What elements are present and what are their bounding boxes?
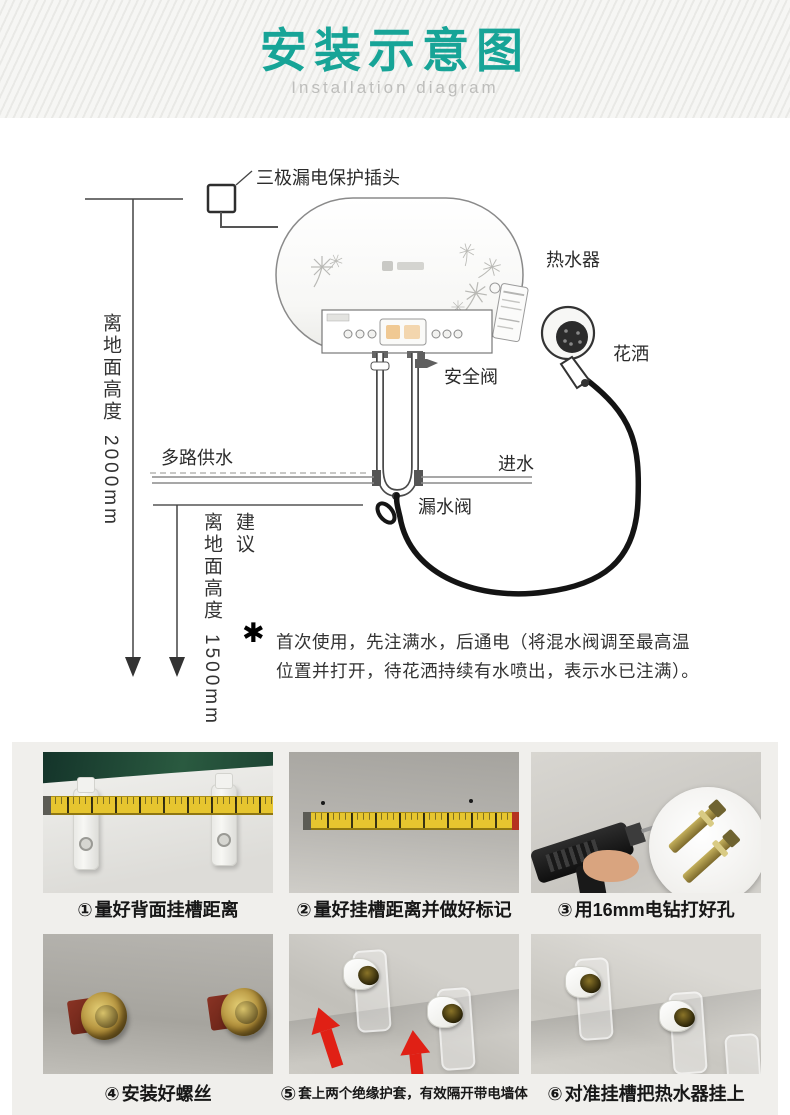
step4-number: ④ — [104, 1084, 120, 1104]
anchor-screw — [206, 986, 267, 1040]
page-title: 安装示意图 — [260, 24, 530, 77]
step2-text: 量好挂槽距离并做好标记 — [313, 900, 512, 920]
dimension-1500-prefix: 离地面高度 — [201, 512, 222, 622]
hand — [583, 850, 639, 882]
dimension-1500-tag: 建议 — [233, 512, 254, 556]
inlet-pipe-lines — [150, 472, 532, 484]
hanging-slot — [724, 1032, 761, 1074]
dimension-2000-value: 2000mm — [100, 435, 121, 527]
arrow-stem — [320, 1028, 344, 1069]
insulation-sleeve — [427, 994, 467, 1030]
leakage-protection-plug-symbol — [206, 170, 278, 228]
control-panel — [321, 309, 493, 354]
step4-text: 安装好螺丝 — [121, 1084, 212, 1104]
bolts-inset-circle — [649, 787, 761, 893]
step6-text: 对准挂槽把热水器挂上 — [564, 1084, 745, 1104]
shower-head-icon — [540, 305, 596, 390]
step1-number: ① — [77, 900, 93, 920]
step6-number: ⑥ — [547, 1084, 563, 1104]
anchor-bolt-head — [95, 1005, 118, 1028]
label-shower: 花洒 — [613, 344, 649, 364]
label-water-heater: 热水器 — [546, 250, 600, 270]
dimension-label-1500mm: 离地面高度 1500mm 建议 — [198, 512, 257, 726]
label-inlet: 进水 — [498, 454, 534, 474]
brand-logo — [382, 261, 424, 271]
expansion-bolt — [681, 833, 737, 884]
dimension-2000-prefix: 离地面高度 — [100, 313, 121, 423]
note-line-1: 首次使用，先注满水，后通电（将混水阀调至最高温 — [276, 632, 690, 652]
arrow-head — [397, 1028, 431, 1056]
label-safety-valve: 安全阀 — [444, 367, 498, 387]
water-heater-body — [275, 197, 529, 354]
header-banner: 安装示意图 Installation diagram — [0, 0, 790, 118]
step4-photo — [43, 934, 273, 1074]
installation-diagram-artwork — [85, 170, 642, 677]
shower-hose — [393, 374, 642, 597]
pencil-mark — [469, 799, 473, 803]
note-asterisk-icon: ✱ — [242, 618, 265, 648]
tape-measure — [43, 796, 273, 815]
step1-photo — [43, 752, 273, 893]
step3-number: ③ — [557, 900, 573, 920]
anchor-bolt-head — [235, 1001, 258, 1024]
step6-photo — [531, 934, 761, 1074]
page-subtitle: Installation diagram — [291, 78, 499, 97]
arrow-head — [304, 1002, 341, 1035]
arrow-stem — [409, 1053, 426, 1074]
step2-photo — [289, 752, 519, 893]
dimension-line-2000mm — [125, 199, 141, 677]
note-line-2: 位置并打开，待花洒持续有水喷出，表示水已注满）。 — [276, 661, 700, 681]
insulation-sleeve — [565, 964, 605, 1000]
pencil-mark — [321, 801, 325, 805]
dimension-line-1500mm — [169, 505, 185, 677]
label-plug: 三极漏电保护插头 — [256, 168, 400, 188]
energy-label-sticker — [489, 282, 529, 343]
step2-number: ② — [296, 900, 312, 920]
water-pipes — [370, 351, 423, 498]
label-multi-supply: 多路供水 — [161, 448, 233, 468]
tape-measure — [303, 812, 519, 830]
dimension-label-2000mm: 离地面高度 2000mm — [97, 313, 124, 527]
insulation-sleeve — [659, 998, 699, 1034]
step5-number: ⑤ — [280, 1084, 297, 1105]
dimension-1500-value: 1500mm — [201, 634, 222, 726]
label-leak-valve: 漏水阀 — [418, 497, 472, 517]
dimension-1500-text: 离地面高度 1500mm — [198, 512, 225, 726]
step3-photo — [531, 752, 761, 893]
step1-text: 量好背面挂槽距离 — [94, 900, 239, 920]
insulation-sleeve — [343, 956, 383, 992]
step5-text: 套上两个绝缘护套，有效隔开带电墙体 — [298, 1086, 528, 1101]
anchor-screw — [66, 990, 127, 1044]
step5-photo — [289, 934, 519, 1074]
step3-text: 用16mm电钻打好孔 — [574, 900, 735, 920]
safety-valve-icon — [415, 352, 438, 368]
